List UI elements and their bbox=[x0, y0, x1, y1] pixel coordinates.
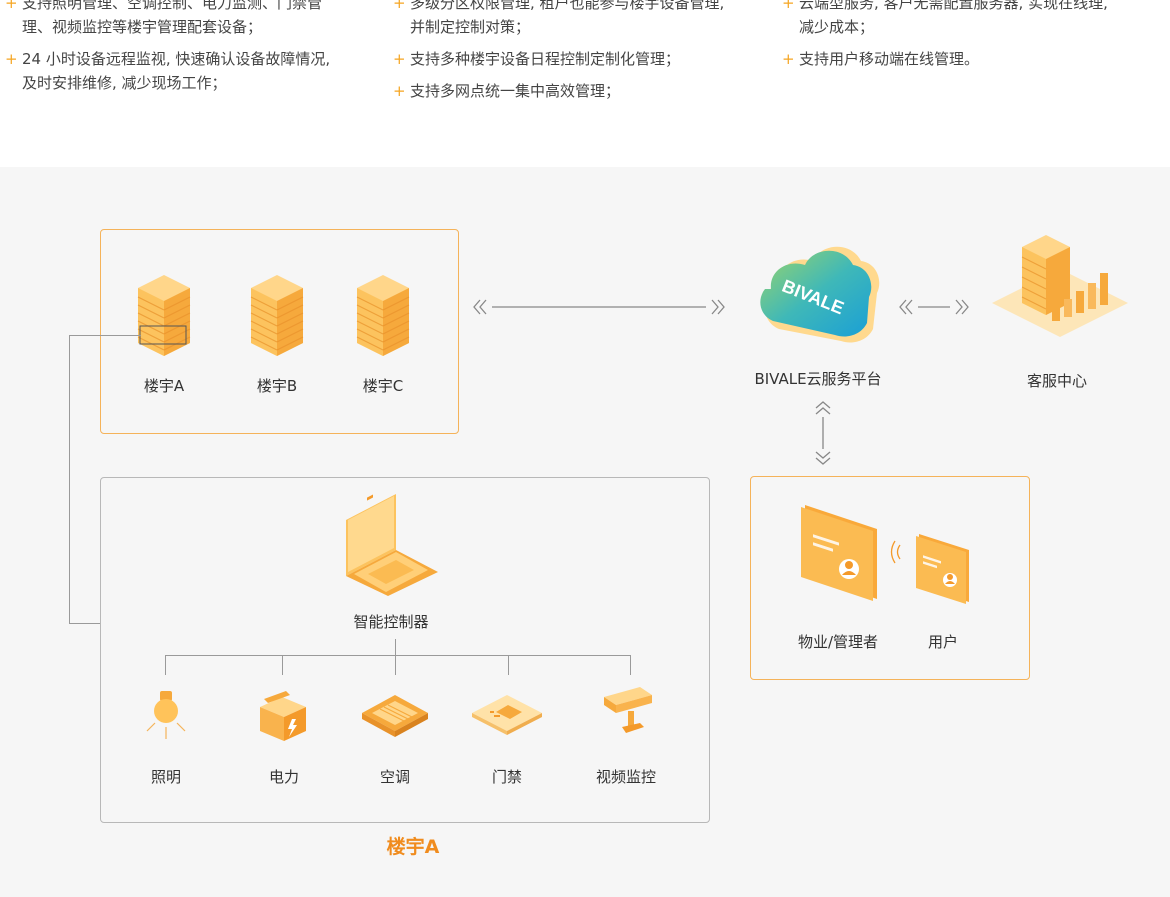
plus-icon: + bbox=[393, 0, 406, 12]
smart-controller-label: 智能控制器 bbox=[353, 613, 429, 631]
bidirectional-arrow-icon bbox=[473, 299, 725, 315]
vertical-bidirectional-arrow-icon bbox=[815, 401, 831, 465]
access-control-icon bbox=[472, 695, 542, 735]
smart-controller-icon bbox=[346, 494, 438, 596]
device-label-access: 门禁 bbox=[491, 768, 523, 786]
feature-text: 24 小时设备远程监视, 快速确认设备故障情况, 及时安排维修, 减少现场工作； bbox=[22, 50, 331, 92]
feature-item: +支持多种楼宇设备日程控制定制化管理； bbox=[393, 47, 739, 71]
service-center-label: 客服中心 bbox=[1026, 372, 1088, 390]
building-c-label: 楼宇C bbox=[362, 377, 404, 395]
feature-item: +24 小时设备远程监视, 快速确认设备故障情况, 及时安排维修, 减少现场工作… bbox=[5, 47, 336, 95]
building-a-icon bbox=[137, 275, 191, 356]
feature-text: 支持多种楼宇设备日程控制定制化管理； bbox=[410, 50, 681, 68]
manager-card-icon bbox=[801, 505, 877, 601]
feature-item: + 云端型服务, 客户无需配置服务器, 实现在线理, 减少成本； bbox=[782, 0, 1118, 39]
user-label: 用户 bbox=[927, 633, 959, 651]
connector-line bbox=[69, 335, 141, 336]
air-conditioner-icon bbox=[362, 695, 428, 737]
user-card-icon bbox=[916, 534, 969, 604]
users-group-box bbox=[750, 476, 1030, 680]
feature-item: + 支持照明管理、空调控制、电力监测、门禁管理、视频监控等楼宇管理配套设备； bbox=[5, 0, 336, 39]
surveillance-camera-icon bbox=[604, 687, 652, 733]
feature-item: + 多级分区权限管理, 租户也能参与楼宇设备管理, 并制定控制对策； bbox=[393, 0, 739, 39]
feature-text: 云端型服务, 客户无需配置服务器, 实现在线理, 减少成本； bbox=[799, 0, 1108, 36]
service-center-icon bbox=[992, 235, 1128, 337]
feature-text: 支持用户移动端在线管理。 bbox=[799, 50, 980, 68]
architecture-diagram: 楼宇A 楼宇B 楼宇C BIVALE bbox=[0, 167, 1170, 897]
tree-line bbox=[395, 655, 396, 675]
cloud-platform-label: BIVALE云服务平台 bbox=[754, 370, 882, 388]
plus-icon: + bbox=[782, 50, 795, 68]
plus-icon: + bbox=[782, 0, 795, 12]
tree-line bbox=[165, 655, 631, 656]
building-c-icon bbox=[356, 275, 410, 356]
device-label-lighting: 照明 bbox=[150, 768, 182, 786]
lightbulb-icon bbox=[146, 691, 186, 739]
feature-text: 多级分区权限管理, 租户也能参与楼宇设备管理, 并制定控制对策； bbox=[410, 0, 725, 36]
device-label-power: 电力 bbox=[268, 768, 300, 786]
building-b-icon bbox=[250, 275, 304, 356]
feature-text: 支持多网点统一集中高效管理； bbox=[410, 82, 621, 100]
building-a-detail-box bbox=[100, 477, 710, 823]
device-label-ac: 空调 bbox=[379, 768, 411, 786]
tree-line bbox=[165, 655, 166, 675]
connector-line bbox=[69, 335, 70, 624]
manager-label: 物业/管理者 bbox=[797, 633, 879, 651]
tree-line bbox=[630, 655, 631, 675]
plus-icon: + bbox=[393, 82, 406, 100]
signal-icon bbox=[890, 540, 901, 564]
building-a-caption: 楼宇A bbox=[386, 836, 440, 858]
plus-icon: + bbox=[393, 50, 406, 68]
building-a-label: 楼宇A bbox=[143, 377, 185, 395]
feature-item: +支持用户移动端在线管理。 bbox=[782, 47, 1118, 71]
tree-line bbox=[282, 655, 283, 675]
plus-icon: + bbox=[5, 50, 18, 68]
building-b-label: 楼宇B bbox=[256, 377, 298, 395]
feature-text: 支持照明管理、空调控制、电力监测、门禁管理、视频监控等楼宇管理配套设备； bbox=[22, 0, 323, 36]
bidirectional-arrow-icon bbox=[899, 299, 969, 315]
tree-line bbox=[508, 655, 509, 675]
cloud-platform-icon: BIVALE bbox=[760, 246, 880, 343]
buildings-group-box bbox=[100, 229, 459, 434]
plus-icon: + bbox=[5, 0, 18, 12]
feature-item: +支持多网点统一集中高效管理； bbox=[393, 79, 739, 103]
tree-line bbox=[395, 639, 396, 655]
device-label-video: 视频监控 bbox=[595, 768, 657, 786]
power-box-icon bbox=[260, 691, 306, 741]
connector-line bbox=[69, 623, 101, 624]
